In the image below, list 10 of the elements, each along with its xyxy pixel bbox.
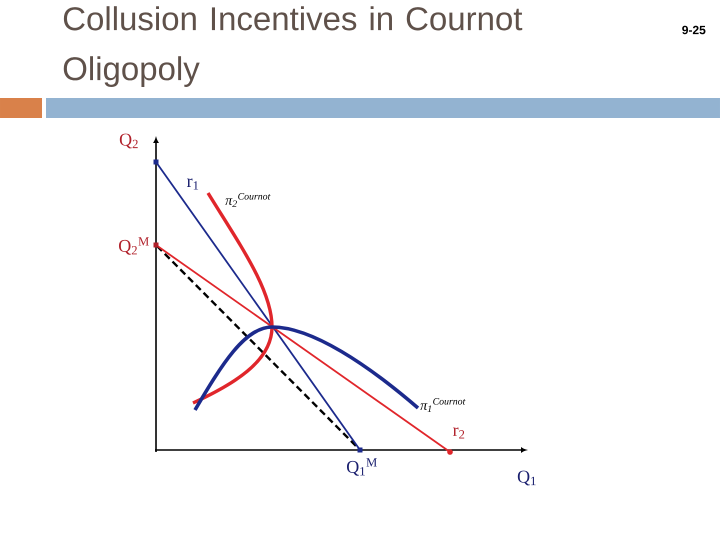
point-label: Q$_{1}$M xyxy=(347,458,377,476)
line-label: r$_{1}$ xyxy=(186,178,198,190)
curve-label: π$_{2}$Cournot xyxy=(225,193,270,207)
slide-title: Collusion Incentives in Cournot Oligopoly xyxy=(64,6,522,87)
line-label: r$_{2}$ xyxy=(452,427,464,439)
axis-label: Q$_{1}$ xyxy=(518,470,536,486)
axis-label: Q$_{2}$ xyxy=(120,134,138,148)
point-label: Q$_{2}$M xyxy=(119,237,149,255)
page-number: 9-25 xyxy=(682,26,706,34)
curve-label: π$_{1}$Cournot xyxy=(420,398,466,412)
